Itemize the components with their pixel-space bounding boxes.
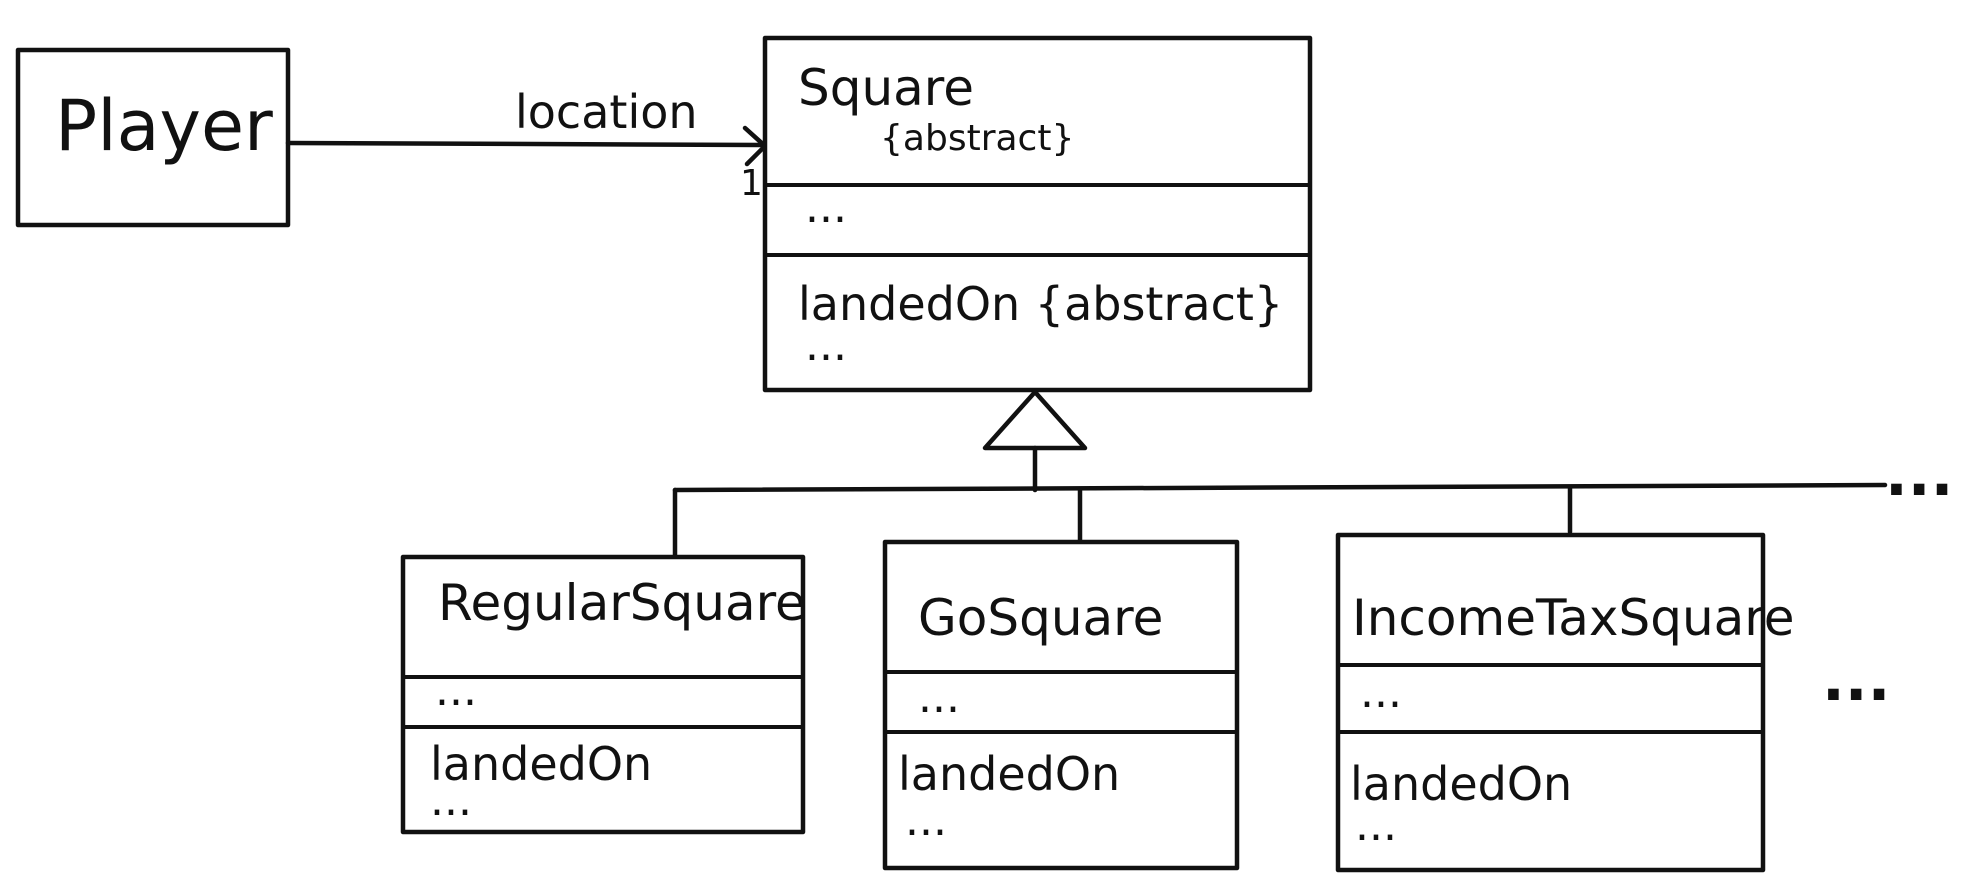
regularsquare-operation: landedOn [430,737,652,791]
player-class: Player [15,47,291,228]
incometaxsquare-more-operations: ... [1355,800,1397,851]
player-class-name: Player [55,85,273,167]
association-label: location [515,85,698,139]
incometaxsquare-operation: landedOn [1350,757,1572,811]
regularsquare-more-operations: ... [430,775,472,826]
gosquare-attributes: ... [918,672,960,723]
square-class-name: Square [798,59,974,117]
square-operation: landedOn {abstract} [798,277,1283,331]
regularsquare-class: RegularSquare ... landedOn ... [400,554,806,835]
incometaxsquare-class: IncomeTaxSquare ... landedOn ... [1335,532,1795,873]
generalization-triangle [982,389,1088,451]
incometaxsquare-class-name: IncomeTaxSquare [1352,589,1795,647]
square-more-operations: ... [805,320,847,371]
regularsquare-attributes: ... [435,665,477,716]
gosquare-class-box [882,539,1240,871]
square-stereotype: {abstract} [880,118,1074,159]
gosquare-operation: landedOn [898,747,1120,801]
generalization: ... [672,389,1953,558]
generalization-bus [672,482,1888,493]
player-class-box [15,47,291,228]
association-multiplicity: 1 [740,163,763,204]
regularsquare-class-name: RegularSquare [438,574,806,632]
location-association: location 1 [285,85,768,204]
regularsquare-class-box [400,554,806,835]
square-class: Square {abstract} ... landedOn {abstract… [762,35,1313,393]
incometaxsquare-attributes: ... [1360,667,1402,718]
square-attributes: ... [805,182,847,233]
more-subclasses-ellipsis: ... [1822,645,1890,715]
association-line [285,140,766,148]
gosquare-class-name: GoSquare [918,589,1163,647]
incometaxsquare-class-box [1335,532,1766,873]
hierarchy-continuation: ... [1885,440,1953,510]
square-class-box [762,35,1313,393]
gosquare-class: GoSquare ... landedOn ... [882,539,1240,871]
gosquare-more-operations: ... [905,795,947,846]
